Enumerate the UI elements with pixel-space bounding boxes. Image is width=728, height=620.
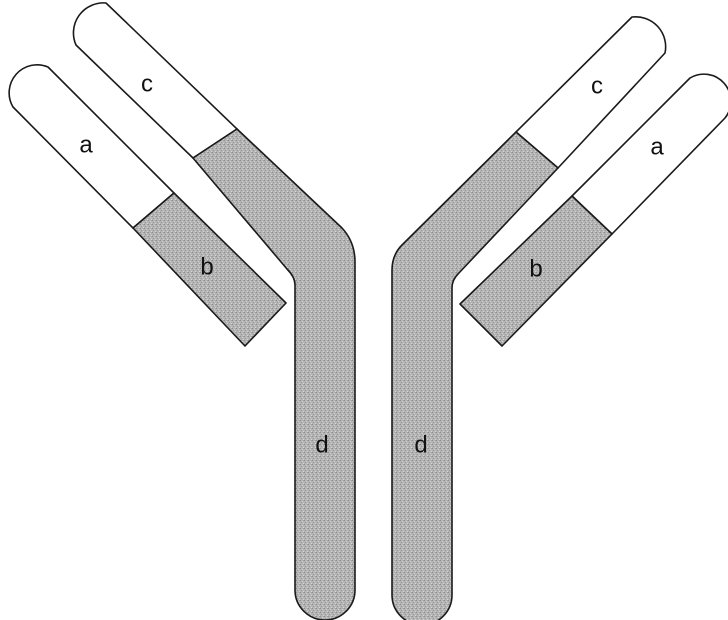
label-left-d: d xyxy=(315,431,328,458)
left-heavy-chain-constant-region xyxy=(193,129,355,620)
label-left-b: b xyxy=(200,253,213,280)
label-left-c: c xyxy=(141,70,153,97)
label-left-a: a xyxy=(79,131,93,158)
label-right-d: d xyxy=(414,431,427,458)
label-right-a: a xyxy=(650,133,664,160)
label-right-b: b xyxy=(529,255,542,282)
label-right-c: c xyxy=(591,72,603,99)
right-heavy-chain-constant-region xyxy=(392,132,558,620)
